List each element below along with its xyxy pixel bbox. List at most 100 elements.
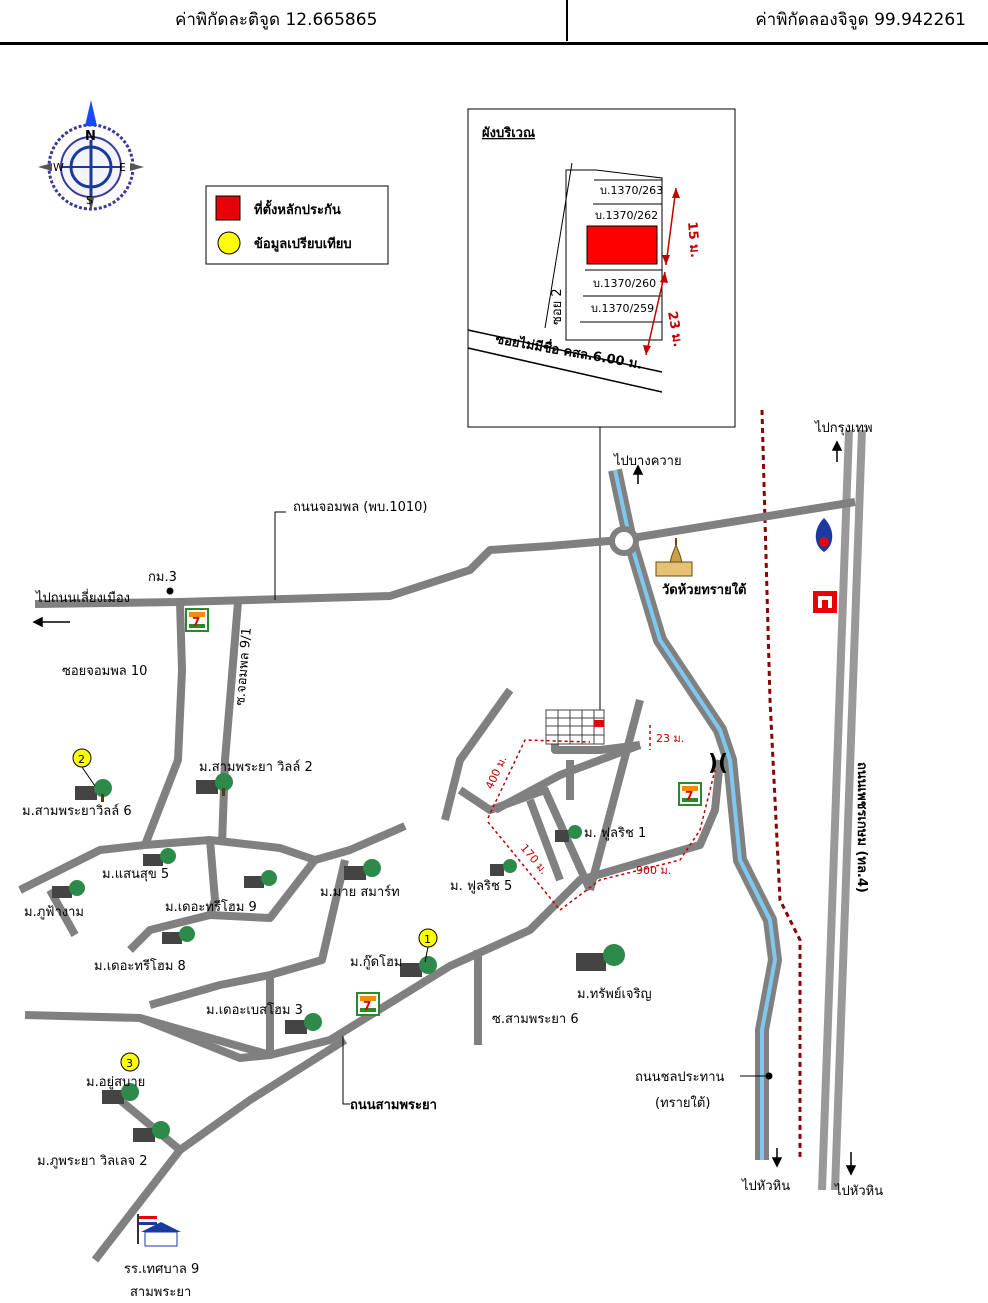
label-sap-charoen: ม.ทรัพย์เจริญ bbox=[577, 986, 652, 1002]
label-to-bangkok: ไปกรุงเทพ bbox=[814, 420, 873, 436]
compass-n: N bbox=[85, 129, 96, 144]
seven-eleven-icon: 7 bbox=[678, 782, 702, 806]
collateral-swatch bbox=[215, 195, 241, 221]
comparison-swatch bbox=[217, 231, 241, 255]
temple-icon bbox=[655, 538, 693, 577]
village-icon bbox=[196, 773, 233, 796]
label-sam-phraya-villa-2: ม.สามพระยา วิลล์ 2 bbox=[199, 759, 313, 775]
village-icon bbox=[555, 825, 582, 842]
distance-lines bbox=[487, 725, 716, 911]
label-the-tree-home-8: ม.เดอะทรีโฮม 8 bbox=[94, 958, 186, 974]
subject-site-block bbox=[545, 709, 605, 745]
inset-plot-263: บ.1370/263 bbox=[600, 184, 663, 197]
label-school-2: สามพระยา bbox=[130, 1285, 191, 1300]
village-icon bbox=[75, 779, 112, 802]
seven-eleven-icon: 7 bbox=[185, 608, 209, 632]
inset-plot-262: บ.1370/262 bbox=[595, 209, 658, 222]
comparison-marker-3: 3 bbox=[120, 1052, 140, 1072]
svg-text:7: 7 bbox=[363, 999, 371, 1013]
svg-text:3: 3 bbox=[126, 1057, 133, 1070]
village-icon bbox=[244, 870, 277, 888]
svg-text:2: 2 bbox=[78, 753, 85, 766]
compass-e: E bbox=[119, 161, 126, 174]
dist-400: 400 ม. bbox=[483, 754, 510, 791]
village-icon bbox=[344, 859, 381, 880]
longitude-label: ค่าพิกัดลองจิจูด 99.942261 bbox=[755, 10, 966, 30]
fuel-station-icon bbox=[815, 518, 833, 552]
village-icon bbox=[285, 1013, 322, 1034]
collateral-plot bbox=[586, 225, 658, 265]
inset-plot-259: บ.1370/259 bbox=[591, 302, 654, 315]
phetkasem-highway bbox=[818, 429, 866, 1191]
inset-title: ผังบริเวณ bbox=[482, 126, 535, 141]
village-icon bbox=[162, 926, 195, 944]
village-icon bbox=[143, 848, 176, 866]
compass-s: S bbox=[86, 194, 93, 207]
label-to-hua-hin-2: ไปหัวหิน bbox=[834, 1183, 883, 1199]
label-phetkasem: ถนนเพชรเกษม (ทล.4) bbox=[854, 762, 869, 893]
label-school-1: รร.เทศบาล 9 bbox=[124, 1262, 199, 1277]
label-sam-phraya-villa-6: ม.สามพระยาวิลล์ 6 bbox=[22, 803, 132, 819]
latitude-label: ค่าพิกัดละติจูด 12.665865 bbox=[175, 10, 378, 30]
village-icon bbox=[490, 859, 517, 876]
bridge-icon: )( bbox=[708, 751, 728, 776]
compass-w: W bbox=[53, 161, 64, 174]
label-to-hua-hin-1: ไปหัวหิน bbox=[741, 1178, 790, 1194]
legend: ที่ตั้งหลักประกัน ข้อมูลเปรียบเทียบ bbox=[205, 185, 389, 265]
label-to-bang-khwai: ไปบางควาย bbox=[613, 453, 682, 469]
village-icon bbox=[102, 1083, 139, 1104]
village-icon bbox=[52, 880, 85, 898]
village-icon bbox=[576, 944, 625, 971]
site-plan-inset: ผังบริเวณ บ.1370/263 บ.1370/262 บ.1370/2… bbox=[467, 108, 736, 732]
railway-line bbox=[760, 409, 802, 1160]
inset-dim-23: 23 ม. bbox=[664, 310, 685, 348]
roundabout bbox=[609, 526, 639, 556]
label-wat: วัดห้วยทรายใต้ bbox=[662, 581, 747, 598]
compass-rose-icon: N S W E bbox=[38, 100, 144, 212]
label-soi-jomphon-9-1: ซ.จอมพล 9/1 bbox=[233, 627, 255, 707]
dist-23: 23 ม. bbox=[656, 732, 684, 745]
label-chon-prathan-sai-tai: (ทรายใต้) bbox=[655, 1095, 710, 1111]
label-the-best-home-3: ม.เดอะเบสโฮม 3 bbox=[206, 1002, 303, 1018]
label-saen-suk-5: ม.แสนสุข 5 bbox=[102, 867, 169, 882]
store-brand-icon bbox=[813, 591, 837, 613]
label-yu-sabai: ม.อยู่สบาย bbox=[86, 1075, 145, 1090]
label-full-rich-1: ม. ฟูลริช 1 bbox=[584, 826, 646, 841]
school-icon bbox=[137, 1214, 181, 1247]
label-full-rich-5: ม. ฟูลริช 5 bbox=[450, 879, 512, 894]
inset-plot-260: บ.1370/260 bbox=[593, 277, 656, 290]
svg-text:1: 1 bbox=[424, 933, 431, 946]
legend-collateral: ที่ตั้งหลักประกัน bbox=[254, 199, 341, 218]
dist-900: 900 ม. bbox=[636, 864, 671, 877]
canal bbox=[608, 468, 783, 1160]
label-km3: กม.3 bbox=[148, 570, 177, 585]
label-good-home: ม.กู๊ดโฮม bbox=[350, 954, 403, 970]
inset-soi-label: ซอย 2 bbox=[550, 288, 565, 325]
label-phu-fa-ngam: ม.ภูฟ้างาม bbox=[24, 905, 84, 920]
jomphon-road bbox=[34, 498, 856, 608]
callout-lines bbox=[166, 511, 773, 1105]
seven-eleven-icon: 7 bbox=[356, 992, 380, 1016]
comparison-marker-2: 2 bbox=[72, 748, 92, 768]
label-my-smart: ม.มาย สมาร์ท bbox=[320, 884, 400, 900]
legend-comparison: ข้อมูลเปรียบเทียบ bbox=[254, 236, 352, 252]
direction-arrows bbox=[32, 440, 857, 1176]
svg-text:7: 7 bbox=[192, 615, 200, 629]
label-phu-phraya-village-2: ม.ภูพระยา วิลเลจ 2 bbox=[37, 1154, 148, 1169]
village-icon bbox=[400, 956, 437, 977]
label-the-tree-home-9: ม.เดอะทรีโฮม 9 bbox=[165, 899, 257, 915]
inset-dim-15: 15 ม. bbox=[684, 221, 702, 258]
label-soi-jomphon-10: ซอยจอมพล 10 bbox=[62, 664, 147, 679]
label-sam-phraya-road: ถนนสามพระยา bbox=[350, 1098, 437, 1113]
label-soi-sam-phraya-6: ซ.สามพระยา 6 bbox=[492, 1012, 579, 1027]
label-jomphon-road: ถนนจอมพล (พบ.1010) bbox=[293, 500, 428, 515]
village-icon bbox=[133, 1121, 170, 1142]
coordinate-header: ค่าพิกัดละติจูด 12.665865 ค่าพิกัดลองจิจ… bbox=[0, 0, 988, 45]
label-to-ring-road: ไปถนนเลี่ยงเมือง bbox=[35, 589, 130, 606]
header-divider bbox=[566, 0, 568, 41]
road-network bbox=[18, 498, 856, 1263]
svg-text:7: 7 bbox=[685, 789, 693, 803]
comparison-marker-1: 1 bbox=[418, 928, 438, 948]
label-chon-prathan: ถนนชลประทาน bbox=[635, 1070, 725, 1085]
